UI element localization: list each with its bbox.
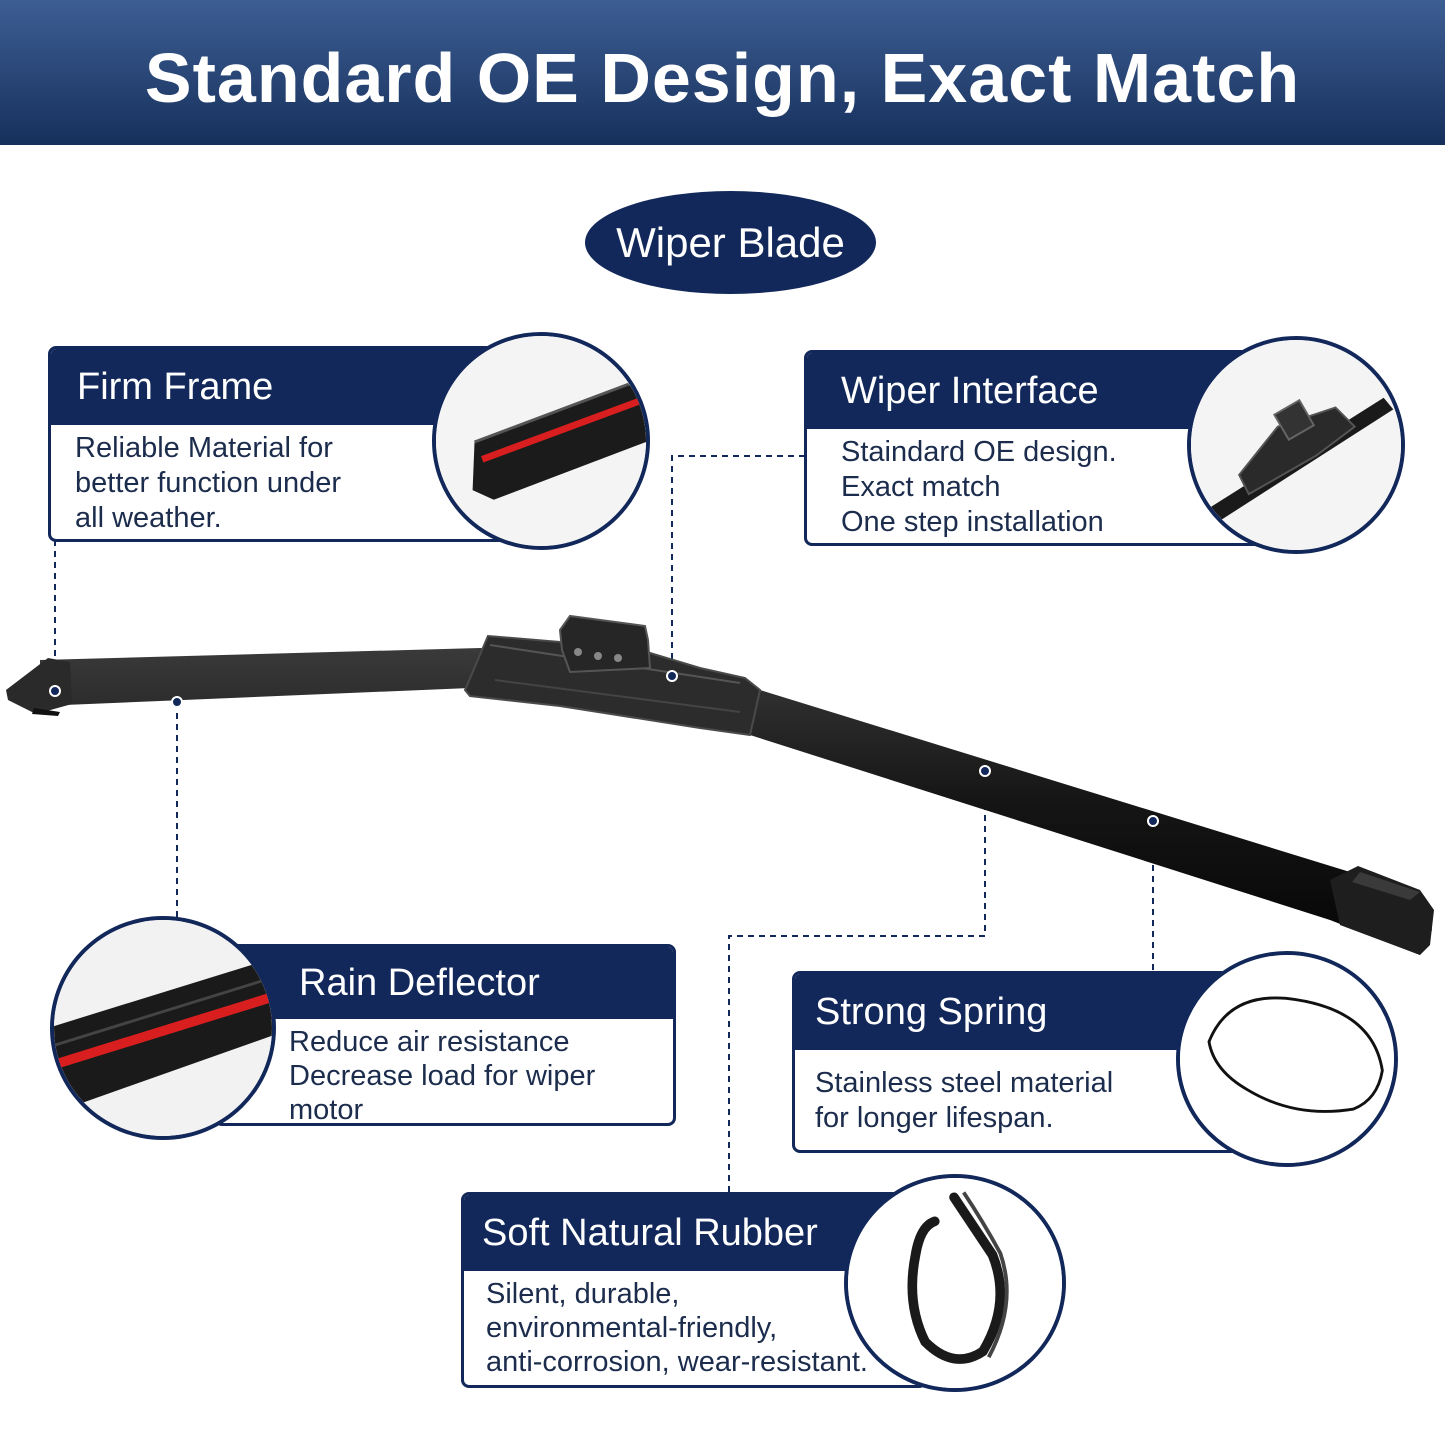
feature-card-strong-spring: Strong Spring Stainless steel material f… <box>792 971 1252 1153</box>
feature-line: for longer lifespan. <box>815 1102 1054 1134</box>
feature-title: Wiper Interface <box>841 369 1099 412</box>
firm-frame-title-bar: Firm Frame <box>51 349 505 425</box>
leader-wiper-interface <box>671 455 805 676</box>
spring-steel-image <box>1176 951 1398 1167</box>
feature-line: One step installation <box>841 506 1104 538</box>
page-title: Standard OE Design, Exact Match <box>144 39 1301 117</box>
feature-description: Reduce air resistance Decrease load for … <box>217 1019 673 1126</box>
header-banner: Standard OE Design, Exact Match <box>0 0 1445 145</box>
wiper-interface-title-bar: Wiper Interface <box>807 353 1261 429</box>
product-label-pill: Wiper Blade <box>585 191 876 294</box>
feature-line: better function under <box>75 467 342 499</box>
deflector-closeup-image <box>50 916 276 1140</box>
feature-line: motor <box>289 1094 364 1126</box>
feature-line: Staindard OE design. <box>841 436 1117 468</box>
feature-title: Strong Spring <box>815 990 1048 1033</box>
feature-description: Reliable Material for better function un… <box>51 425 505 536</box>
feature-card-rain-deflector: Rain Deflector Reduce air resistance Dec… <box>214 944 676 1126</box>
rain-deflector-title-bar: Rain Deflector <box>217 947 673 1019</box>
strong-spring-title-bar: Strong Spring <box>795 974 1249 1050</box>
feature-card-firm-frame: Firm Frame Reliable Material for better … <box>48 346 508 542</box>
connector-closeup-image <box>1187 336 1405 554</box>
rubber-strip-image <box>844 1174 1066 1392</box>
feature-line: Silent, durable, <box>486 1278 680 1310</box>
frame-closeup-image <box>432 332 650 550</box>
feature-line: Reduce air resistance <box>289 1026 570 1058</box>
feature-line: Exact match <box>841 471 1001 503</box>
feature-line: Stainless steel material <box>815 1067 1114 1099</box>
feature-description: Silent, durable, environmental-friendly,… <box>464 1271 924 1379</box>
product-label: Wiper Blade <box>616 218 845 266</box>
feature-description: Staindard OE design. Exact match One ste… <box>807 429 1261 540</box>
feature-title: Rain Deflector <box>299 961 540 1004</box>
feature-line: anti-corrosion, wear-resistant. <box>486 1346 868 1378</box>
feature-title: Soft Natural Rubber <box>482 1211 818 1254</box>
leader-soft-rubber <box>728 771 986 1193</box>
feature-line: Decrease load for wiper <box>289 1060 596 1092</box>
soft-rubber-title-bar: Soft Natural Rubber <box>464 1195 924 1271</box>
feature-line: all weather. <box>75 502 222 534</box>
feature-line: Reliable Material for <box>75 432 333 464</box>
feature-title: Firm Frame <box>77 365 274 408</box>
feature-description: Stainless steel material for longer life… <box>795 1050 1249 1136</box>
feature-line: environmental-friendly, <box>486 1312 778 1344</box>
